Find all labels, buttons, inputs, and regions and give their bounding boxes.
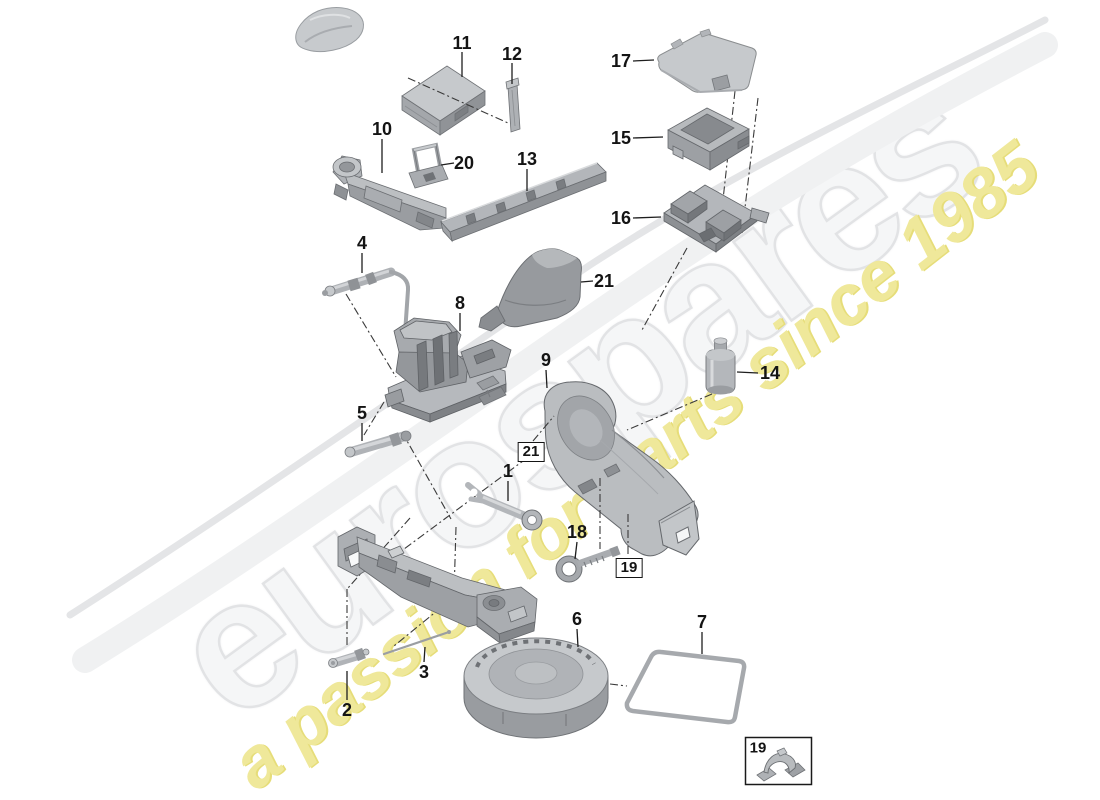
part-label-7[interactable]: 7 [696,612,708,632]
part-label-19-inset[interactable]: 19 [749,739,767,757]
part-label-20[interactable]: 20 [453,153,475,173]
part-15-drawing [667,107,750,171]
part-5-drawing [344,430,412,458]
part-20-drawing [408,142,449,189]
part-label-4[interactable]: 4 [356,233,368,253]
part-label-11[interactable]: 11 [452,33,472,53]
part-21-drawing [478,248,582,332]
carrier-bracket-drawing [337,526,538,644]
part-2-drawing [328,647,370,668]
part-label-12[interactable]: 12 [501,44,523,64]
part-19-inset-drawing [744,736,813,786]
part-6-drawing [463,637,609,739]
part-14-drawing [705,337,736,395]
part-label-19-boxed[interactable]: 19 [615,558,643,578]
part-1-drawing [465,482,543,531]
part-label-21[interactable]: 21 [593,271,615,291]
part-label-21-boxed[interactable]: 21 [517,442,545,462]
part-18-drawing [555,545,621,583]
part-17-drawing [657,28,757,94]
leader-lines [346,52,759,700]
part-label-14[interactable]: 14 [759,363,781,383]
part-label-15[interactable]: 15 [610,128,632,148]
part-label-8[interactable]: 8 [454,293,466,313]
part-label-1[interactable]: 1 [502,461,514,481]
part-label-2[interactable]: 2 [341,700,353,720]
part-7-drawing [624,649,747,725]
part-9-drawing [476,375,700,557]
part-label-16[interactable]: 16 [610,208,632,228]
part-4-drawing [322,267,411,354]
part-label-5[interactable]: 5 [356,403,368,423]
part-label-9[interactable]: 9 [540,350,552,370]
part-8-drawing [384,317,512,423]
part-3-drawing [382,630,451,656]
assembly-lines-over [407,77,713,687]
part-label-17[interactable]: 17 [610,51,632,71]
part-13-drawing [440,162,607,243]
part-16-drawing [663,184,770,253]
part-label-6[interactable]: 6 [571,609,583,629]
part-label-3[interactable]: 3 [418,662,430,682]
part-label-10[interactable]: 10 [371,119,393,139]
part-10-drawing [332,155,447,231]
part-label-13[interactable]: 13 [516,149,538,169]
car-silhouette-icon [295,7,364,53]
part-label-18[interactable]: 18 [566,522,588,542]
